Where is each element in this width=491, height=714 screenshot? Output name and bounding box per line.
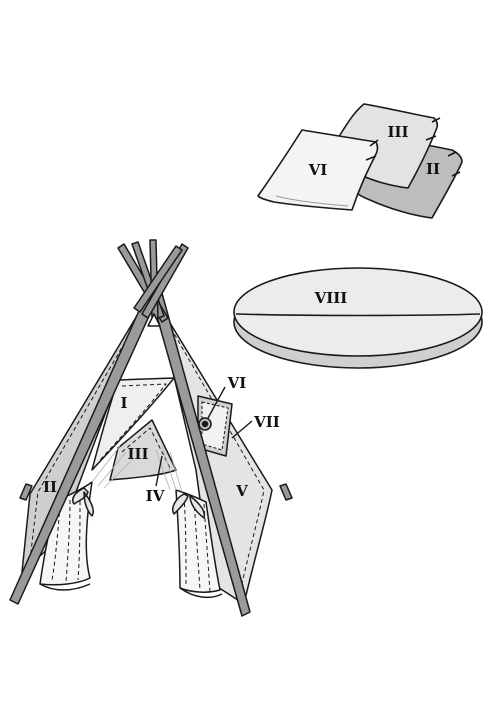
teepee [9,239,293,617]
right-front-panel-label: V [235,482,248,500]
pillow-middle-label: III [387,123,408,141]
left-side-panel-label: II [43,478,57,496]
pillow-group [257,103,463,219]
floor-mat-label: VIII [314,289,348,307]
leader-lines [155,386,253,487]
left-door-curtain [39,481,95,591]
floor-mat [233,267,483,369]
right-door-curtain [172,489,223,599]
pillow-back-label: II [426,160,440,178]
pillow-front [257,129,379,211]
inner-top-panel-label: I [120,394,127,412]
inner-strings [91,445,183,493]
pillow-front-label: VI [308,161,328,179]
window-label: VI [227,374,247,392]
tie-label: IV [146,487,165,505]
window-frame-label: VII [253,413,280,431]
back-panel-label: III [127,445,148,463]
poles [9,239,293,617]
